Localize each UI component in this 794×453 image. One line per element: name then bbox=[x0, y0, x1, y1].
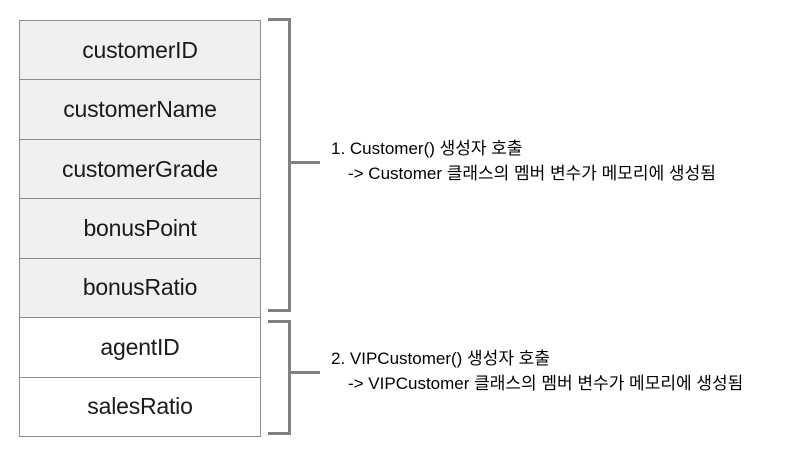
table-row: bonusPoint bbox=[20, 199, 260, 259]
table-row: customerID bbox=[20, 21, 260, 81]
bracket-leader-line-parent bbox=[288, 161, 320, 164]
field-name-customerid: customerID bbox=[82, 36, 198, 63]
bracket-arm-bottom bbox=[268, 309, 291, 312]
brace-bracket-child-fields bbox=[268, 320, 291, 435]
bracket-arm-top bbox=[268, 320, 291, 323]
brace-bracket-parent-fields bbox=[268, 18, 291, 312]
annotation-parent-line-1: 1. Customer() 생성자 호출 bbox=[331, 139, 523, 158]
bracket-spine bbox=[288, 320, 291, 435]
field-name-agentid: agentID bbox=[100, 333, 180, 360]
table-row: agentID bbox=[20, 318, 260, 378]
annotation-child-constructor: 2. VIPCustomer() 생성자 호출 -> VIPCustomer 클… bbox=[331, 346, 743, 396]
table-row: bonusRatio bbox=[20, 258, 260, 319]
field-name-customergrade: customerGrade bbox=[62, 155, 218, 182]
table-row: salesRatio bbox=[20, 377, 260, 436]
bracket-arm-top bbox=[268, 18, 291, 21]
field-name-bonusratio: bonusRatio bbox=[82, 274, 198, 301]
field-name-bonuspoint: bonusPoint bbox=[83, 214, 197, 241]
field-name-salesratio: salesRatio bbox=[87, 393, 193, 420]
field-name-customername: customerName bbox=[63, 96, 217, 123]
memory-layout-table: customerID customerName customerGrade bo… bbox=[19, 20, 261, 437]
annotation-child-line-1: 2. VIPCustomer() 생성자 호출 bbox=[331, 349, 550, 368]
table-row: customerGrade bbox=[20, 139, 260, 200]
annotation-parent-constructor: 1. Customer() 생성자 호출 -> Customer 클래스의 멤버… bbox=[331, 136, 716, 186]
annotation-parent-line-2: -> Customer 클래스의 멤버 변수가 메모리에 생성됨 bbox=[348, 164, 716, 183]
table-row: customerName bbox=[20, 80, 260, 140]
annotation-child-line-2: -> VIPCustomer 클래스의 멤버 변수가 메모리에 생성됨 bbox=[348, 374, 744, 393]
bracket-spine bbox=[288, 18, 291, 312]
bracket-arm-bottom bbox=[268, 432, 291, 435]
bracket-leader-line-child bbox=[288, 371, 320, 374]
